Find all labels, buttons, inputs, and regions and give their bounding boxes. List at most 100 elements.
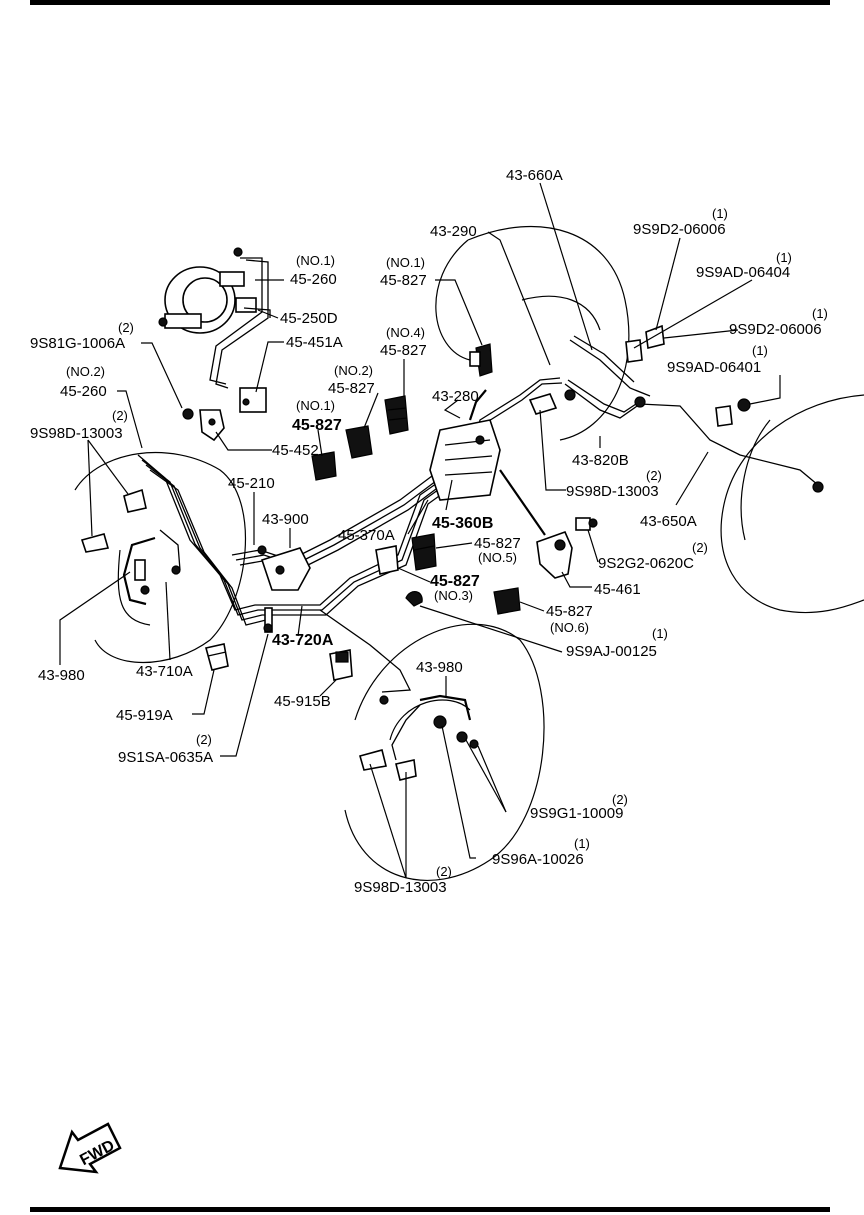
part-9S9AD-06401 [715,405,733,427]
label-45-452: 45-452 [272,442,319,459]
tire-front-left [74,452,246,664]
label-43-650A: 43-650A [640,513,697,530]
label-9S9AJ-00125: 9S9AJ-00125 [566,643,657,660]
part-45-452 [199,409,225,442]
label-9S98D-13003-mid: 9S98D-13003 [566,483,659,500]
leader-lines [59,182,781,879]
clip-9S98D-mid [528,393,558,415]
label-qty: (1) [752,343,768,358]
label-45-827-no4: 45-827 [380,342,427,359]
label-43-280: 43-280 [432,388,479,405]
hydraulic-unit [429,389,501,501]
label-qty: (1) [812,306,828,321]
label-45-451A: 45-451A [286,334,343,351]
part-9S9D2-right [737,398,751,412]
hose-right [319,609,479,761]
label-9S1SA-0635A: 9S1SA-0635A [118,749,213,766]
label-45-827-no1: 45-827 [380,272,427,289]
label-9S81G-1006A: 9S81G-1006A [30,335,125,352]
label-qty: (2) [436,864,452,879]
label-tag: (NO.5) [478,550,517,565]
top-rule [30,0,830,5]
label-45-370A: 45-370A [338,527,395,544]
label-tag: (NO.2) [334,363,373,378]
label-45-827-no5: 45-827 [474,535,521,552]
label-9S9G1-10009: 9S9G1-10009 [530,805,623,822]
tire-rear-left-outline [720,394,864,614]
clip-45-827-no6 [493,587,521,615]
fwd-arrow-icon: FWD [58,1122,122,1174]
label-qty: (2) [196,732,212,747]
label-43-720A: 43-720A [272,632,334,649]
label-9S9D2-06006-right: 9S9D2-06006 [729,321,822,338]
part-9S81G [182,408,194,420]
clip-45-827-no4 [384,395,409,435]
label-43-980-right: 43-980 [416,659,463,676]
part-43-900 [257,545,311,591]
label-45-461: 45-461 [594,581,641,598]
bottom-rule [30,1207,830,1212]
clip-45-827-no2 [345,425,373,459]
label-qty: (1) [776,250,792,265]
part-labels: 43-660A (1) 9S9D2-06006 43-290 (1) 9S9AD… [30,167,828,896]
label-9S2G2-0620C: 9S2G2-0620C [598,555,694,572]
pipe-rear-right [564,335,824,493]
part-9S2G2 [575,517,598,531]
label-9S9AD-06401: 9S9AD-06401 [667,359,761,376]
label-43-820B: 43-820B [572,452,629,469]
label-qty: (1) [652,626,668,641]
part-45-915B [329,649,353,681]
label-tag: (NO.1) [386,255,425,270]
label-qty: (1) [712,206,728,221]
label-45-260-no1: 45-260 [290,271,337,288]
part-9S9AD-06404 [625,339,643,363]
tire-rear-right [435,226,630,441]
label-9S98D-13003-left: 9S98D-13003 [30,425,123,442]
label-qty: (2) [612,792,628,807]
label-9S9D2-06006-top: 9S9D2-06006 [633,221,726,238]
label-tag: (NO.6) [550,620,589,635]
label-43-660A: 43-660A [506,167,563,184]
label-qty: (2) [118,320,134,335]
clip-45-827-no1a [469,343,493,377]
label-43-290: 43-290 [430,223,477,240]
label-43-710A: 43-710A [136,663,193,680]
brake-booster [158,247,257,334]
clip-45-827-no3 [375,545,399,575]
clip-45-827-no5 [411,533,437,571]
hose-left [122,529,181,606]
clip-9S98D-bot [359,749,417,781]
label-45-210: 45-210 [228,475,275,492]
label-45-919A: 45-919A [116,707,173,724]
label-tag: (NO.3) [434,588,473,603]
part-9S1SA-bolt [263,607,273,633]
label-45-260-no2: 45-260 [60,383,107,400]
label-qty: (2) [112,408,128,423]
part-45-461 [499,469,573,579]
label-tag: (NO.1) [296,398,335,413]
label-45-915B: 45-915B [274,693,331,710]
label-qty: (2) [692,540,708,555]
label-qty: (1) [574,836,590,851]
part-9S9D2-top [645,324,665,349]
clip-9S9AJ [405,591,423,607]
label-9S9AD-06404: 9S9AD-06404 [696,264,790,281]
label-45-250D: 45-250D [280,310,338,327]
label-qty: (2) [646,468,662,483]
part-45-919A [205,643,229,671]
label-tag: (NO.1) [296,253,335,268]
clip-45-827-no1b [311,451,337,481]
label-43-900: 43-900 [262,511,309,528]
label-45-827-no3: 45-827 [430,573,480,590]
label-45-827-no2: 45-827 [328,380,375,397]
label-tag: (NO.2) [66,364,105,379]
label-45-827-no6: 45-827 [546,603,593,620]
part-45-451A [239,387,267,413]
label-43-980-left: 43-980 [38,667,85,684]
clip-9S98D-left [80,488,147,553]
label-45-827-no1b: 45-827 [292,417,342,434]
label-tag: (NO.4) [386,325,425,340]
label-9S96A-10026: 9S96A-10026 [492,851,584,868]
label-45-360B: 45-360B [432,515,493,532]
